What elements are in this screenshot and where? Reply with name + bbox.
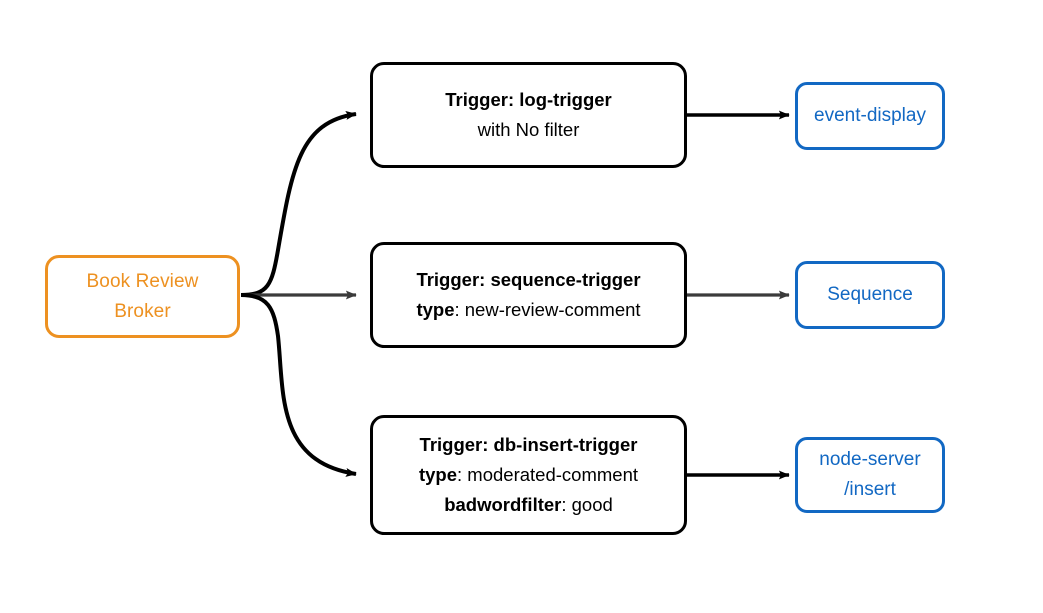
broker-label-line1: Book Review	[86, 270, 199, 292]
node-book-review-broker[interactable]: Book Review Broker	[45, 255, 240, 338]
trigger-sequence-title: Trigger: sequence-trigger	[416, 269, 641, 290]
node-trigger-log-trigger[interactable]: Trigger: log-trigger with No filter	[370, 62, 687, 168]
node-server-label-line1: node-server	[819, 449, 921, 470]
event-display-label: event-display	[814, 105, 926, 126]
broker-label-line2: Broker	[114, 300, 171, 322]
node-server-label-line2: /insert	[844, 479, 896, 500]
trigger-dbinsert-type-value: : moderated-comment	[457, 464, 638, 485]
trigger-dbinsert-title: Trigger: db-insert-trigger	[419, 434, 638, 455]
node-trigger-db-insert-trigger[interactable]: Trigger: db-insert-trigger type: moderat…	[370, 415, 687, 535]
trigger-dbinsert-badwordfilter-key: badwordfilter	[444, 494, 562, 515]
trigger-dbinsert-type: type: moderated-comment	[419, 460, 638, 490]
trigger-log-filter: with No filter	[478, 115, 580, 145]
node-event-display[interactable]: event-display	[795, 82, 945, 150]
trigger-log-filter-value: with No filter	[477, 119, 580, 140]
node-trigger-sequence-trigger[interactable]: Trigger: sequence-trigger type: new-revi…	[370, 242, 687, 348]
edge-broker-to-db-insert-trigger	[240, 293, 357, 477]
trigger-dbinsert-badwordfilter: badwordfilter: good	[444, 490, 613, 520]
edge-broker-to-log-trigger	[240, 110, 357, 297]
trigger-dbinsert-type-key: type	[418, 464, 458, 485]
trigger-sequence-type-key: type	[416, 299, 455, 320]
node-sequence[interactable]: Sequence	[795, 261, 945, 329]
trigger-log-title: Trigger: log-trigger	[445, 89, 612, 110]
node-node-server-insert[interactable]: node-server /insert	[795, 437, 945, 513]
trigger-dbinsert-badwordfilter-value: : good	[561, 494, 613, 515]
trigger-sequence-type-value: : new-review-comment	[454, 299, 641, 320]
sequence-label: Sequence	[827, 284, 913, 305]
trigger-sequence-type: type: new-review-comment	[416, 295, 640, 325]
